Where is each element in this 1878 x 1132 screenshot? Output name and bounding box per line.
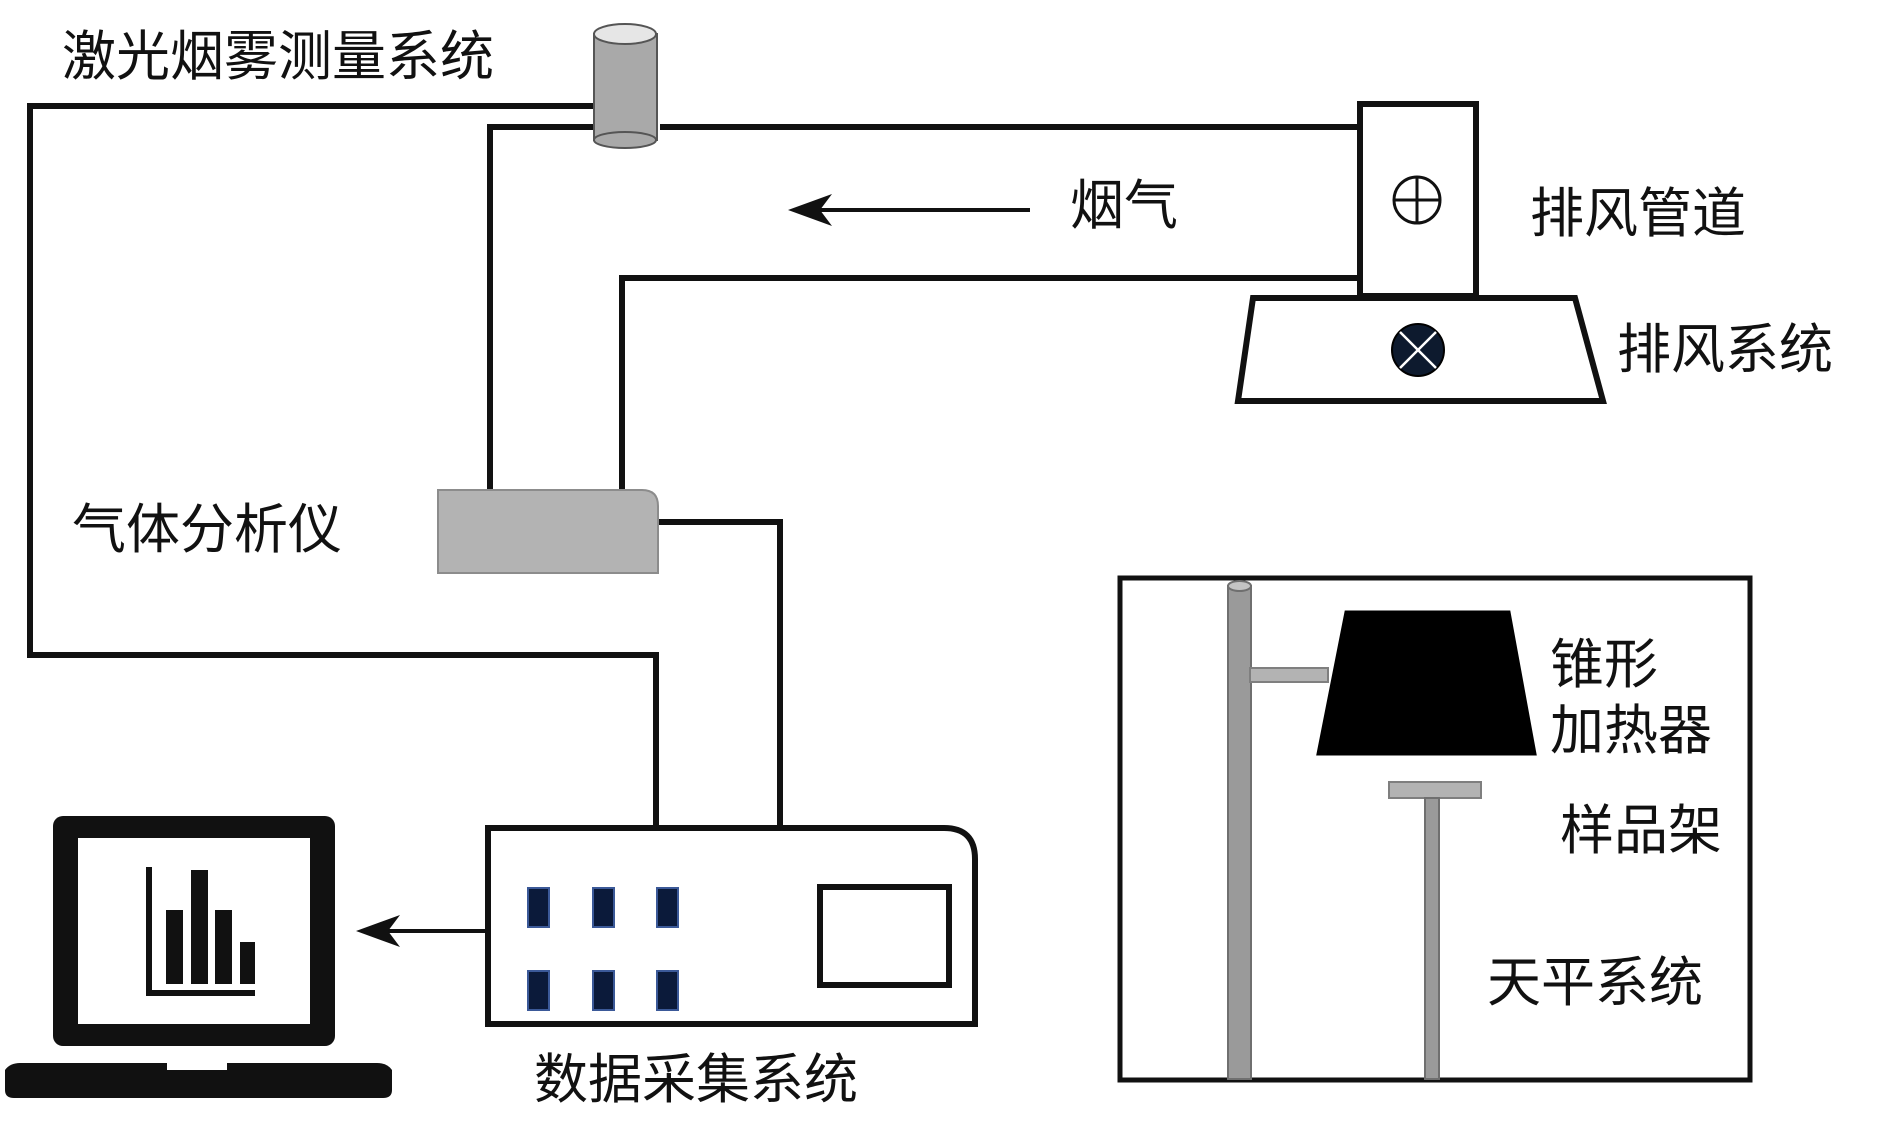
daq-system-label: 数据采集系统 xyxy=(534,1048,858,1111)
daq-button xyxy=(656,970,679,1011)
gas-sample-line xyxy=(487,124,594,497)
cone-heater-label: 锥形 xyxy=(1550,633,1658,696)
analyzer-to-daq-line xyxy=(658,519,783,828)
gas-analyzer-box xyxy=(437,489,659,574)
data-flow-arrow xyxy=(356,915,487,947)
connection-lines xyxy=(27,103,1360,828)
daq-button xyxy=(592,970,615,1011)
sample-holder-label: 样品架 xyxy=(1560,799,1722,862)
exhaust-duct-label: 排风管道 xyxy=(1530,182,1746,245)
circle-x-icon xyxy=(1391,323,1445,377)
laptop-bar-chart-icon xyxy=(5,816,392,1098)
daq-button xyxy=(527,887,550,928)
smoke-flow-arrow xyxy=(788,194,1030,226)
duct-bottom-line xyxy=(619,275,1360,497)
support-column xyxy=(1227,580,1252,1080)
laser-smoke-sensor xyxy=(593,23,658,149)
circle-plus-icon xyxy=(1392,175,1442,225)
laser-smoke-label: 激光烟雾测量系统 xyxy=(62,25,494,88)
smoke-label: 烟气 xyxy=(1070,174,1178,237)
exhaust-system-label: 排风系统 xyxy=(1617,318,1833,381)
cone-heater xyxy=(1316,610,1537,756)
daq-display xyxy=(817,884,952,988)
daq-button xyxy=(656,887,679,928)
cone-heater-label-2: 加热器 xyxy=(1550,699,1712,762)
sample-holder xyxy=(1388,781,1482,1080)
balance-system-label: 天平系统 xyxy=(1487,951,1703,1014)
daq-buttons xyxy=(527,887,679,1011)
heater-arm xyxy=(1249,667,1329,683)
gas-analyzer-label: 气体分析仪 xyxy=(72,498,342,561)
daq-button xyxy=(592,887,615,928)
daq-button xyxy=(527,970,550,1011)
laser-to-daq-line xyxy=(27,103,659,828)
